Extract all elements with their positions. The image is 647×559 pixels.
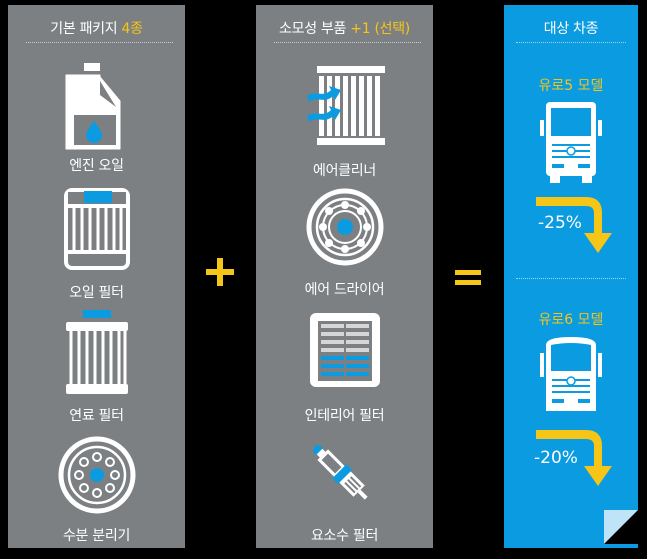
item-label: 수분 분리기 [62, 528, 131, 544]
divider [516, 42, 626, 43]
consumables-optional: +1 (선택) [350, 21, 410, 37]
truck-icon [540, 102, 602, 183]
page-fold [604, 510, 638, 548]
engine-oil-item: 엔진 오일 [8, 63, 185, 174]
item-label: 요소수 필터 [310, 528, 379, 544]
equals-operator [455, 270, 481, 290]
item-label: 인테리어 필터 [304, 408, 385, 424]
basic-package-count: 4종 [121, 21, 143, 37]
interior-filter-icon [309, 313, 380, 387]
air-dryer-item: 에어 드라이어 [256, 187, 433, 298]
target-vehicles-title: 대상 차종 [543, 21, 599, 37]
euro6-reduction: -20% [534, 448, 578, 468]
euro5-truck [504, 100, 638, 184]
item-label: 에어클리너 [313, 163, 376, 179]
fuel-filter-item: 연료 필터 [8, 310, 185, 424]
decrease-arrow-euro5 [536, 197, 616, 261]
water-separator-icon [58, 436, 135, 514]
interior-filter-item: 인테리어 필터 [256, 311, 433, 424]
air-cleaner-icon [306, 66, 385, 145]
urea-filter-icon [312, 445, 368, 500]
oil-filter-icon [63, 188, 130, 270]
fuel-filter-icon [65, 310, 128, 394]
urea-filter-item: 요소수 필터 [256, 437, 433, 544]
euro6-truck [504, 335, 638, 419]
truck-icon [540, 337, 602, 411]
decrease-arrow-euro6 [536, 430, 616, 494]
water-separator-item: 수분 분리기 [8, 435, 185, 544]
euro5-reduction: -25% [538, 213, 582, 233]
basic-package-title: 기본 패키지 4종 [50, 21, 143, 37]
oil-filter-item: 오일 필터 [8, 188, 185, 301]
target-vehicles-panel: 대상 차종 유로5 모델 -25% 유로6 모델 [504, 5, 638, 548]
divider [516, 278, 626, 279]
air-cleaner-item: 에어클리너 [256, 60, 433, 179]
basic-package-panel: 기본 패키지 4종 엔진 오일 오일 필터 [8, 5, 185, 548]
euro5-model-label: 유로5 모델 [538, 78, 604, 94]
oil-jug-icon [65, 63, 120, 150]
plus-operator [206, 258, 234, 290]
item-label: 오일 필터 [69, 285, 124, 301]
air-dryer-icon [306, 188, 383, 266]
divider [26, 42, 173, 43]
item-label: 연료 필터 [69, 408, 124, 424]
euro6-model-label: 유로6 모델 [538, 312, 604, 328]
consumables-title: 소모성 부품 +1 (선택) [279, 21, 410, 37]
divider [274, 42, 421, 43]
consumables-panel: 소모성 부품 +1 (선택) 에어클리너 [256, 5, 433, 548]
item-label: 엔진 오일 [69, 158, 124, 174]
item-label: 에어 드라이어 [304, 282, 385, 298]
